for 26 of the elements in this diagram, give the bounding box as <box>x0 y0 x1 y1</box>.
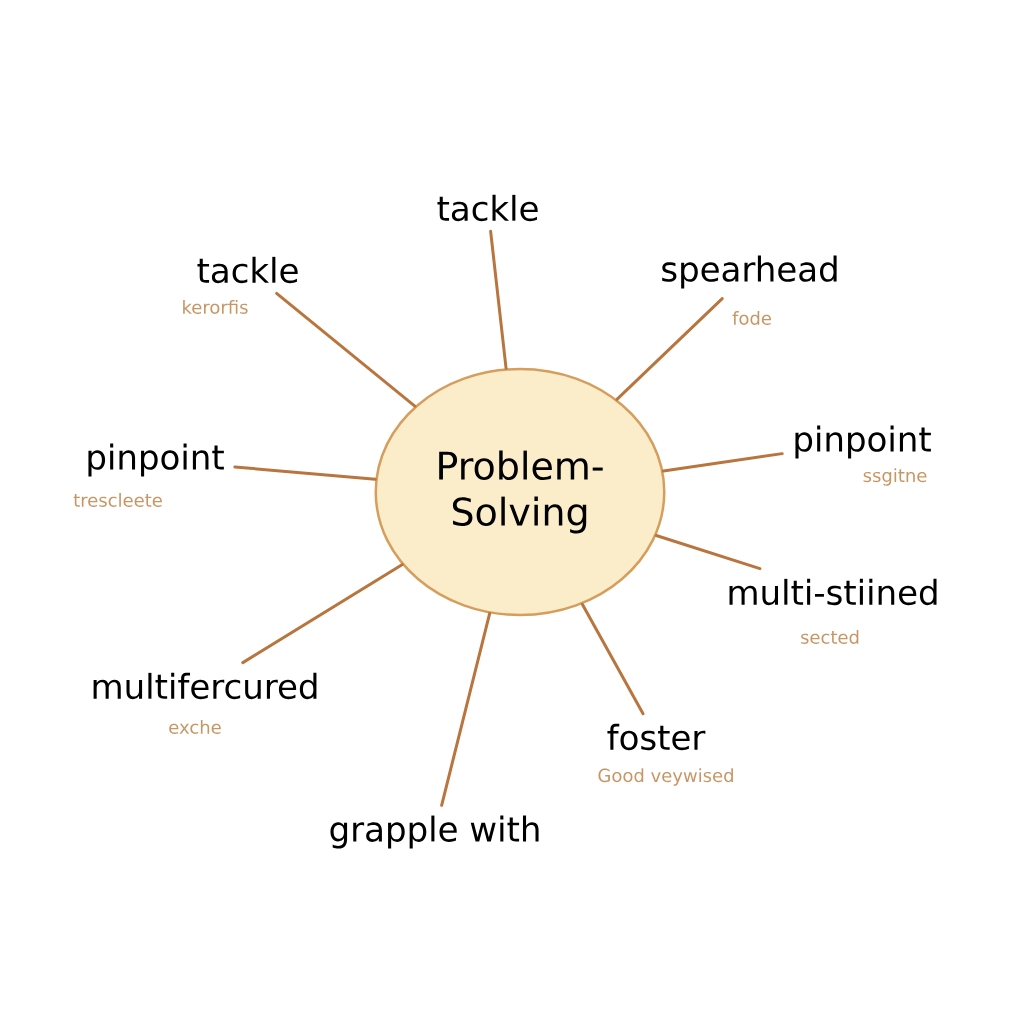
word-label: pinpoint <box>88 443 224 477</box>
connector-line <box>489 229 508 370</box>
subtext: kerorfis <box>183 300 248 314</box>
connector-line <box>661 452 784 473</box>
center-blob: Problem-Solving <box>374 367 666 617</box>
subtext: fode <box>732 311 771 325</box>
connector-line <box>654 534 762 571</box>
subtext: exche <box>169 720 221 734</box>
connector-line <box>580 602 645 716</box>
word-label: tackle <box>197 256 298 284</box>
subtext: trescleete <box>73 493 162 507</box>
connector-line <box>233 465 377 481</box>
subtext: sected <box>801 630 859 644</box>
connector-line <box>615 297 724 401</box>
word-label: pinpoint <box>795 425 931 459</box>
subtext: Good veywised <box>598 768 733 786</box>
word-label: multifercured <box>93 672 317 700</box>
connector-line <box>440 612 492 807</box>
connector-line <box>241 563 404 665</box>
subtext: ssgitne <box>863 468 927 486</box>
word-label: foster <box>607 723 706 751</box>
word-label: grapple with <box>330 815 539 849</box>
word-label: multi-stiined <box>729 578 937 606</box>
word-label: spearhead <box>662 255 837 289</box>
word-label: tackle <box>437 194 538 222</box>
connector-line <box>275 291 417 408</box>
